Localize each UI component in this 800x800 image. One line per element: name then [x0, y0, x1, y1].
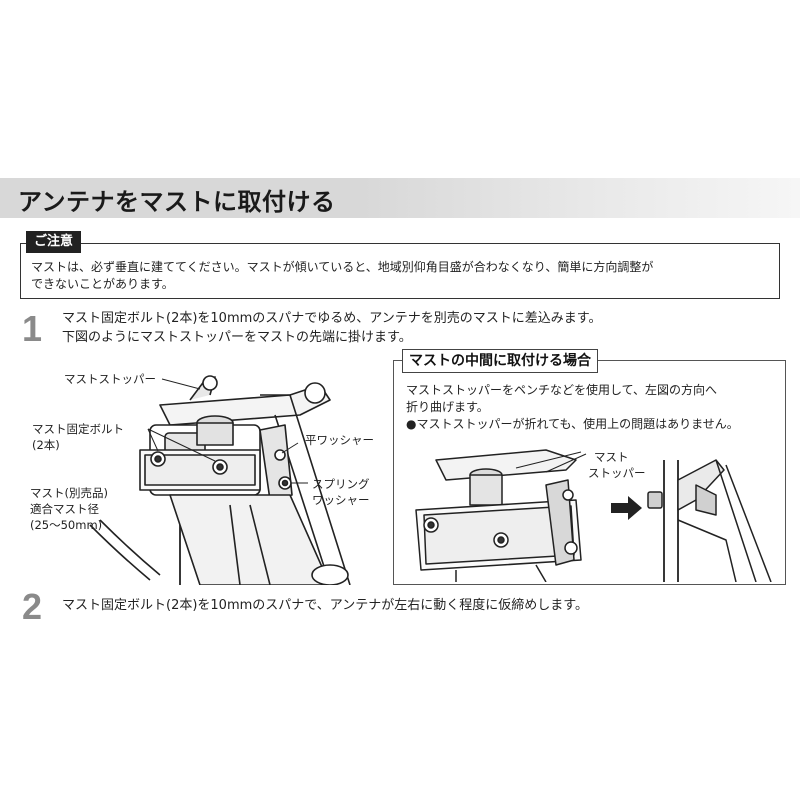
side-callout-stopper-1: マスト	[594, 450, 629, 464]
step-2-text: マスト固定ボルト(2本)を10mmのスパナで、アンテナが左右に動く程度に仮締めし…	[62, 598, 588, 613]
side-line-2: 折り曲げます。	[406, 400, 489, 414]
side-line-3: ●マストストッパーが折れても、使用上の問題はありません。	[406, 417, 739, 431]
caution-text: マストは、必ず垂直に建ててください。マストが傾いていると、地域別仰角目盛が合わな…	[31, 259, 771, 293]
callout-mast-1: マスト(別売品)	[30, 486, 108, 500]
step-2-number: 2	[22, 586, 43, 627]
page-title: アンテナをマストに取付ける	[18, 188, 336, 216]
mid-mast-panel-header: マストの中間に取付ける場合	[402, 349, 598, 373]
caution-line-2: できないことがあります。	[31, 277, 174, 291]
callout-mast-bolt-count: (2本)	[32, 438, 60, 452]
callout-mast-3: (25～50mm)	[30, 518, 103, 532]
callout-mast-bolt: マスト固定ボルト	[32, 422, 124, 436]
step-1-line-2: 下図のようにマストストッパーをマストの先端に掛けます。	[62, 330, 412, 345]
section-title-bar: アンテナをマストに取付ける	[0, 178, 800, 218]
callout-mast-2: 適合マスト径	[30, 502, 99, 516]
side-callout-stopper-2: ストッパー	[588, 466, 646, 480]
callout-mast-stopper: マストストッパー	[64, 372, 156, 386]
side-line-1: マストストッパーをペンチなどを使用して、左図の方向へ	[406, 383, 718, 397]
caution-line-1: マストは、必ず垂直に建ててください。マストが傾いていると、地域別仰角目盛が合わな…	[31, 260, 654, 274]
callout-flat-washer: 平ワッシャー	[305, 433, 374, 447]
callout-spring-washer-2: ワッシャー	[312, 493, 370, 507]
bent-stopper-illustration	[415, 449, 772, 582]
antenna-mount-illustration	[89, 375, 351, 585]
mid-mast-panel-text: マストストッパーをペンチなどを使用して、左図の方向へ 折り曲げます。 ●マストス…	[406, 382, 778, 433]
callout-spring-washer-1: スプリング	[312, 477, 370, 491]
caution-label: ご注意	[26, 231, 82, 253]
caution-box: マストは、必ず垂直に建ててください。マストが傾いていると、地域別仰角目盛が合わな…	[20, 243, 780, 299]
step-1-number: 1	[22, 308, 43, 349]
step-1-line-1: マスト固定ボルト(2本)を10mmのスパナでゆるめ、アンテナを別売のマストに差込…	[62, 311, 602, 326]
